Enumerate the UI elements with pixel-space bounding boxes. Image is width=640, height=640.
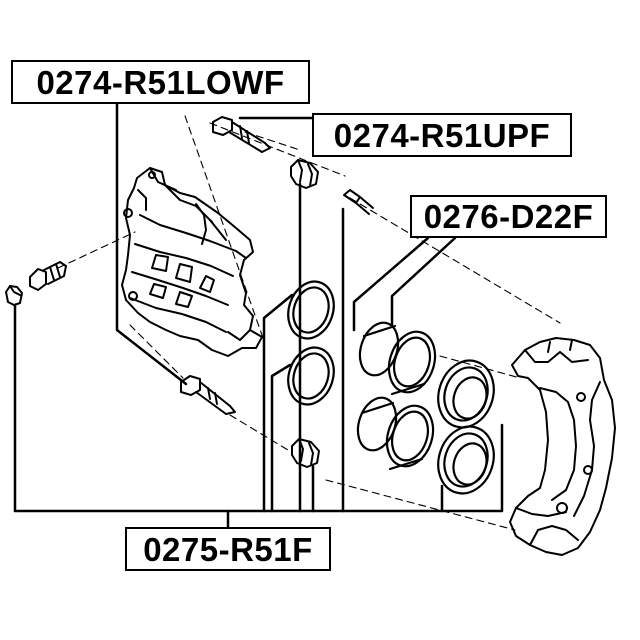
lower-bracket-bolt xyxy=(180,375,236,415)
upper-bracket-bolt xyxy=(212,116,271,153)
caliper-housing xyxy=(121,167,263,357)
bleeder-screw xyxy=(29,261,67,291)
caliper-bracket xyxy=(509,337,616,556)
piston-seals xyxy=(287,280,335,406)
part-label-caliper-bracket-bolt-lower: 0274-R51LOWF xyxy=(11,60,310,104)
part-label-caliper-repair-kit: 0275-R51F xyxy=(125,527,331,571)
upper-pin-boot xyxy=(290,159,319,189)
assembly-guide-lines xyxy=(57,115,561,531)
bleeder-dust-cap xyxy=(5,285,23,306)
lower-pin-boot xyxy=(291,438,320,468)
piston-dust-boots xyxy=(437,359,495,495)
pistons xyxy=(356,321,437,471)
part-label-caliper-bracket-bolt-upper: 0274-R51UPF xyxy=(312,113,572,157)
part-label-caliper-pistons: 0276-D22F xyxy=(410,195,607,238)
callout-leader-lines xyxy=(13,102,504,529)
guide-pin xyxy=(343,189,374,215)
